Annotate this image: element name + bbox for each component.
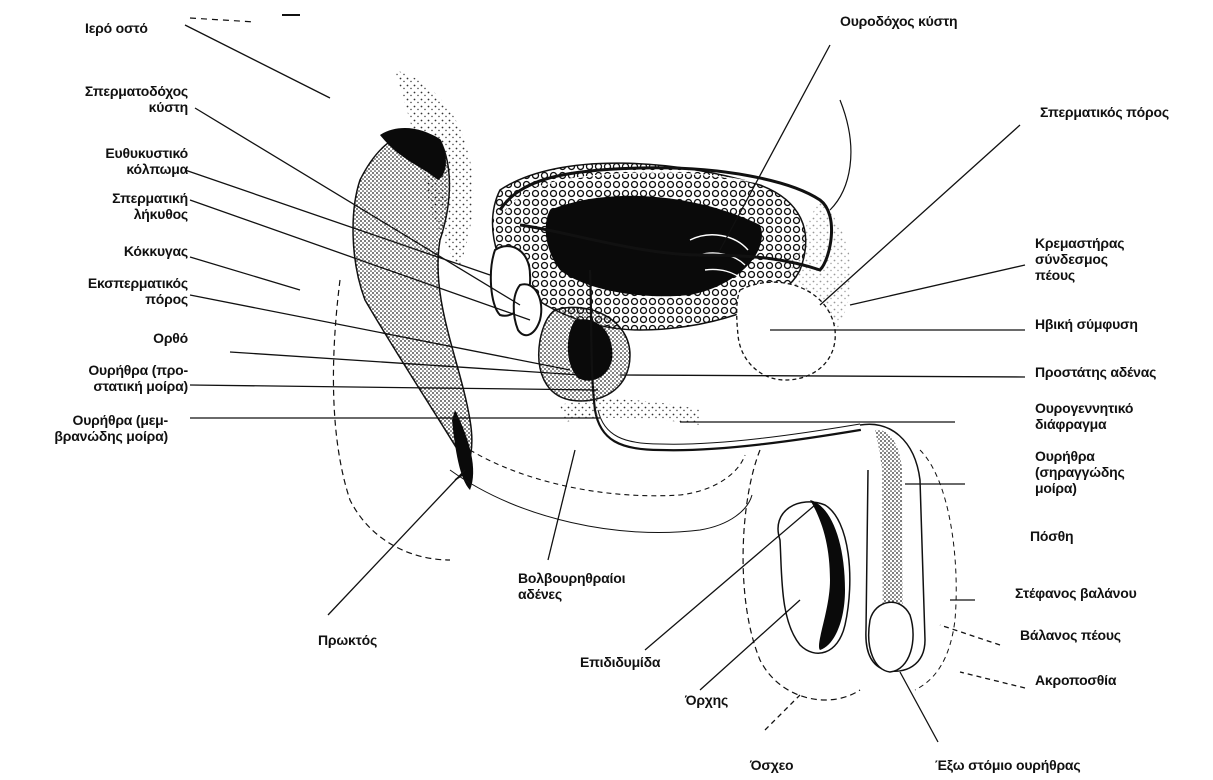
label-pubic-symphysis: Ηβική σύμφυση <box>1035 316 1138 332</box>
label-urethra-spongy: Ουρήθρα (σηραγγώδης μοίρα) <box>1035 448 1125 496</box>
label-urogenital-diaphragm: Ουρογεννητικό διάφραγμα <box>1035 400 1133 432</box>
leader-scrotum <box>765 695 800 730</box>
label-bulbourethral-glands: Βολβουρηθραίοι αδένες <box>518 570 625 602</box>
label-external-meatus: Έξω στόμιο ουρήθρας <box>935 757 1080 773</box>
leader-suspensory <box>850 265 1025 305</box>
label-rectum: Ορθό <box>20 330 188 346</box>
label-prostate: Προστάτης αδένας <box>1035 364 1156 380</box>
leader-prostate <box>620 375 1025 377</box>
leader-prepuce <box>960 672 1025 688</box>
bulb-region <box>470 450 745 496</box>
label-urethra-membranous: Ουρήθρα (μεμ- βρανώδης μοίρα) <box>0 412 168 444</box>
leader-coccyx <box>190 257 300 290</box>
label-vas-deferens: Σπερματικός πόρος <box>1040 104 1169 120</box>
label-suspensory-ligament: Κρεμαστήρας σύνδεσμος πέους <box>1035 235 1124 283</box>
ampulla-shape <box>514 284 542 335</box>
glans-shape <box>869 602 913 672</box>
label-foreskin: Πόσθη <box>1030 528 1073 544</box>
leader-glans <box>940 625 1000 645</box>
perineum-contour <box>450 470 752 533</box>
top-dash-1 <box>190 18 255 22</box>
leader-anus <box>328 470 465 615</box>
label-sacrum: Ιερό οστό <box>85 20 148 36</box>
urogenital-diaphragm-shape <box>560 400 700 425</box>
label-epididymis: Επιδιδυμίδα <box>580 654 660 670</box>
label-rectovesical-pouch: Ευθυκυστικό κόλπωμα <box>20 145 188 177</box>
leader-sacrum <box>185 25 330 98</box>
label-urethra-prostatic: Ουρήθρα (προ- στατική μοίρα) <box>20 362 188 394</box>
leader-meatus <box>900 672 938 742</box>
label-coccyx: Κόκκυγας <box>20 243 188 259</box>
label-testis: Όρχης <box>685 692 728 708</box>
label-corona: Στέφανος βαλάνου <box>1015 585 1137 601</box>
label-scrotum: Όσχεο <box>750 757 793 773</box>
label-ejaculatory-duct: Εκσπερματικός πόρος <box>20 275 188 307</box>
label-prepuce-tip: Ακροποσθία <box>1035 672 1116 688</box>
label-ampulla: Σπερματική λήκυθος <box>20 190 188 222</box>
leader-bulbourethral <box>548 450 575 560</box>
label-seminal-vesicle: Σπερματοδόχος κύστη <box>20 83 188 115</box>
leader-urethra-prostatic <box>190 385 598 390</box>
label-bladder: Ουροδόχος κύστη <box>840 13 957 29</box>
label-glans: Βάλανος πέους <box>1020 627 1121 643</box>
abdominal-wall <box>830 100 851 210</box>
leader-testis <box>700 600 800 690</box>
label-anus: Πρωκτός <box>318 632 377 648</box>
leader-vas <box>820 125 1020 305</box>
